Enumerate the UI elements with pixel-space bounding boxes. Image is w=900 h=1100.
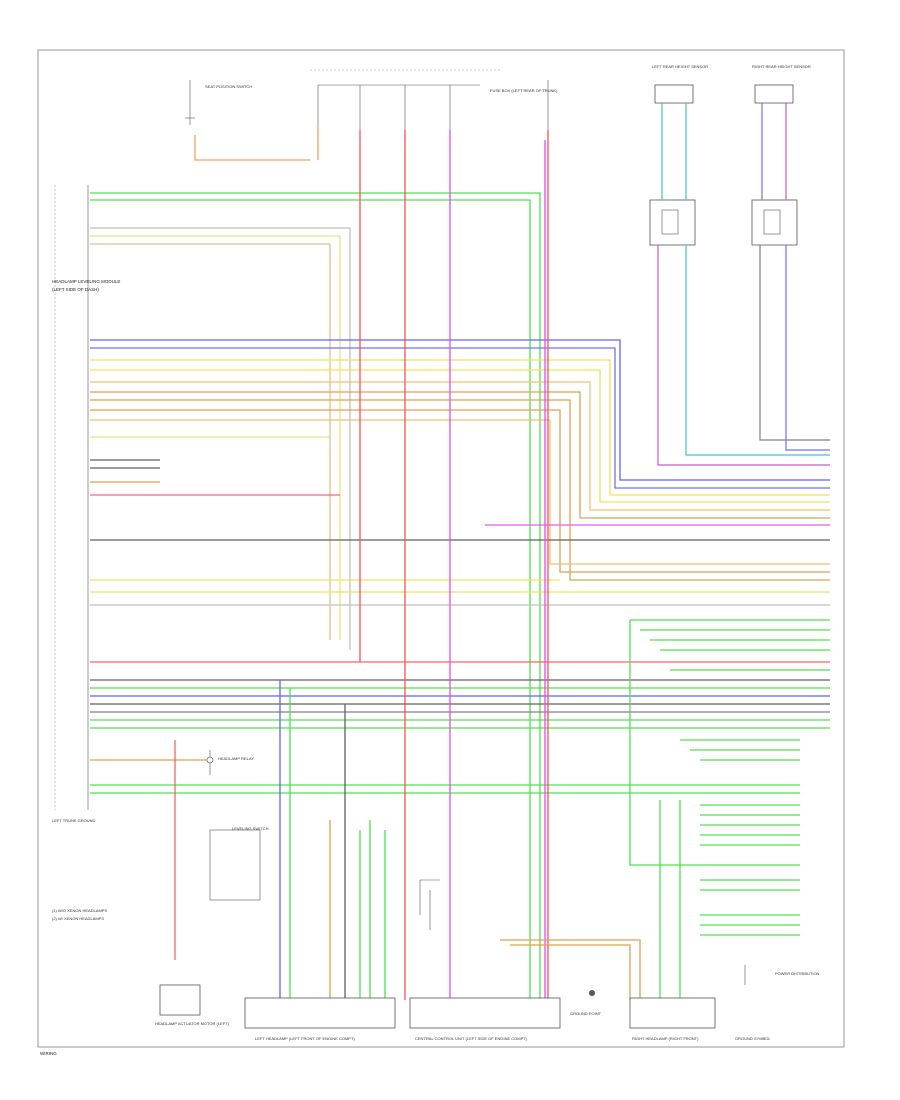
headlamp-leveling-module: HEADLAMP LEVELING MODULE (LEFT SIDE OF D… <box>52 185 120 823</box>
legend-item-1: (1) W/O XENON HEADLAMPS <box>52 908 107 913</box>
footer-code: WIRING <box>40 1051 57 1056</box>
ground-symbol: GROUND SYMBOL <box>735 965 771 1041</box>
ground-point: GROUND POINT <box>570 990 602 1016</box>
fuse-box-label: FUSE BOX (LEFT REAR OF TRUNK) <box>490 88 558 93</box>
center-unit-label: CENTRAL CONTROL UNIT (LEFT SIDE OF ENGIN… <box>415 1036 528 1041</box>
ground-symbol-label: GROUND SYMBOL <box>735 1036 771 1041</box>
switch-label: LEVELING SWITCH <box>232 826 269 831</box>
wire-orange-top <box>194 135 310 161</box>
harness-wires <box>90 192 830 1000</box>
left-height-sensor-connector <box>649 199 696 246</box>
module-label: HEADLAMP LEVELING MODULE <box>52 279 120 284</box>
right-terminals <box>629 619 830 936</box>
right-headlamp: RIGHT HEADLAMP (RIGHT FRONT) <box>629 997 716 1041</box>
left-rear-sensor-label: LEFT REAR HEIGHT SENSOR <box>652 64 708 69</box>
seat-position-switch-label: SEAT POSITION SWITCH <box>205 84 252 89</box>
actuator-label: HEADLAMP ACTUATOR MOTOR (LEFT) <box>155 1021 230 1026</box>
headlamp-actuator-motor: HEADLAMP ACTUATOR MOTOR (LEFT) <box>155 984 230 1026</box>
right-rear-sensor-label: RIGHT REAR HEIGHT SENSOR <box>752 64 811 69</box>
left-headlamp: LEFT HEADLAMP (LEFT FRONT OF ENGINE COMP… <box>244 997 396 1041</box>
left-rear-height-sensor: LEFT REAR HEIGHT SENSOR <box>652 64 708 104</box>
relay-label: HEADLAMP RELAY <box>218 756 254 761</box>
bottom-drops <box>174 680 681 1000</box>
power-feeds <box>317 125 549 1000</box>
left-trunk-ground-label: LEFT TRUNK GROUND <box>52 818 96 823</box>
right-headlamp-label: RIGHT HEADLAMP (RIGHT FRONT) <box>632 1036 699 1041</box>
fuse-detail <box>419 879 440 930</box>
headlamp-relay: HEADLAMP RELAY <box>206 750 254 775</box>
ground-point-label: GROUND POINT <box>570 1011 602 1016</box>
seat-position-switch: SEAT POSITION SWITCH <box>185 80 310 161</box>
power-distribution: POWER DISTRIBUTION <box>775 971 820 976</box>
top-fuse-block: FUSE BOX (LEFT REAR OF TRUNK) <box>317 80 558 130</box>
right-height-sensor-connector <box>751 199 798 246</box>
right-rear-height-sensor: RIGHT REAR HEIGHT SENSOR <box>752 64 811 104</box>
central-control-unit: CENTRAL CONTROL UNIT (LEFT SIDE OF ENGIN… <box>409 997 561 1041</box>
sensor-wires <box>657 103 830 466</box>
legend-item-2: (2) W/ XENON HEADLAMPS <box>52 916 104 921</box>
left-headlamp-label: LEFT HEADLAMP (LEFT FRONT OF ENGINE COMP… <box>255 1036 355 1041</box>
legend: (1) W/O XENON HEADLAMPS (2) W/ XENON HEA… <box>52 908 107 921</box>
diagram-frame <box>37 49 845 1048</box>
module-sub-label: (LEFT SIDE OF DASH) <box>52 287 99 292</box>
leveling-switch: LEVELING SWITCH <box>209 826 269 901</box>
power-distribution-label: POWER DISTRIBUTION <box>775 971 820 976</box>
